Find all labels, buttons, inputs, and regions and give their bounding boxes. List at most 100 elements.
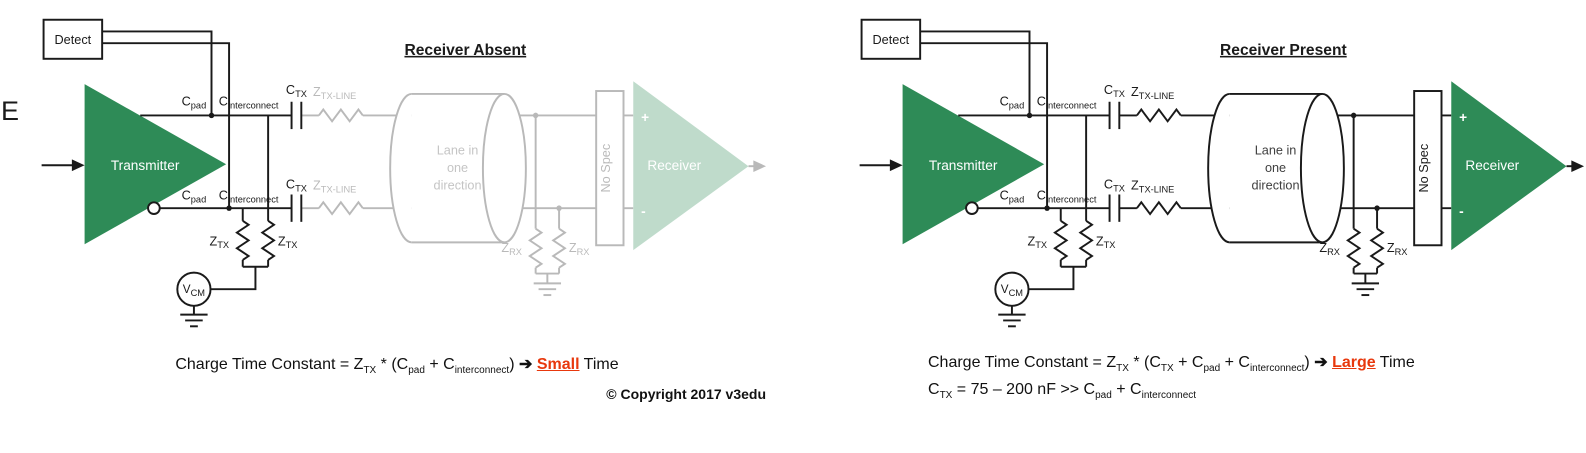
- caption-segment: ➔: [1314, 354, 1328, 371]
- resistor-zrx-right-icon: [551, 227, 567, 269]
- label-sub: RX: [1327, 247, 1340, 257]
- receiver-label: Receiver: [1465, 158, 1519, 173]
- c-tx-label-bottom: CTX: [1104, 178, 1125, 194]
- cylinder-body: [411, 93, 505, 243]
- ztx-termination: VCM: [176, 115, 276, 328]
- cylinder-right-cap: [1299, 92, 1345, 244]
- no-spec-box: [595, 90, 625, 247]
- cylinder-left-cap: [1207, 92, 1230, 244]
- label-sub: CM: [191, 288, 205, 298]
- output-arrowhead-icon: [1571, 160, 1585, 173]
- c-tx-label-bottom: CTX: [286, 178, 307, 194]
- lane-cylinder-icon: Lane in one direction: [1207, 92, 1345, 244]
- label-base: Z: [313, 179, 321, 193]
- cropped-text-fragment: E: [1, 96, 20, 126]
- resistor-ztxline-top-icon: [318, 107, 364, 123]
- caption-segment: Charge Time Constant = Z: [928, 354, 1117, 371]
- c-tx-label-top: CTX: [1104, 83, 1125, 99]
- receiver-section-faded: ZTX-LINE ZTX-LINE Lane in one direction: [301, 81, 767, 297]
- label-base: C: [286, 178, 295, 192]
- diagram-title-left: Receiver Absent: [404, 42, 526, 59]
- receiver-minus-label: -: [1459, 204, 1464, 219]
- caption-segment: Time: [579, 356, 619, 373]
- label-sub: TX: [295, 89, 307, 99]
- label-sub: interconnect: [228, 101, 279, 111]
- label-base: C: [1104, 83, 1113, 97]
- label-base: Z: [1131, 179, 1139, 193]
- label-sub: CM: [1009, 288, 1023, 298]
- lane-label-line1: Lane in: [1255, 143, 1297, 157]
- output-arrowhead-icon: [753, 160, 767, 173]
- caption-segment: ➔: [518, 356, 533, 373]
- detect-box: [42, 18, 104, 60]
- receiver-plus-label: +: [641, 110, 649, 125]
- label-base: V: [1001, 283, 1009, 296]
- label-sub: pad: [1009, 101, 1024, 111]
- caption-segment: ): [509, 356, 519, 373]
- detect-wire: [920, 42, 1049, 209]
- inversion-bubble-icon: [147, 201, 161, 216]
- capacitor-ctx-top-icon: [1108, 101, 1121, 130]
- lane-cylinder-icon: Lane in one direction: [389, 92, 527, 244]
- ztx-label-right: ZTX: [278, 234, 298, 250]
- capacitor-ctx-bottom-icon: [290, 194, 303, 222]
- circuit-diagram-receiver-present: Transmitter Detect Cpad: [859, 18, 1585, 328]
- ztxline-label-bottom: ZTX-LINE: [313, 179, 356, 195]
- cylinder-right-cap: [481, 92, 527, 244]
- resistor-zrx-left-icon: [528, 227, 544, 269]
- receiver-minus-label: -: [641, 204, 646, 219]
- c-pad-label-bottom: Cpad: [182, 188, 207, 204]
- label-sub: interconnect: [228, 194, 279, 204]
- panel-receiver-present: Transmitter Detect Cpad: [844, 8, 1586, 402]
- caption-segment: * (C: [1128, 354, 1161, 371]
- label-base: C: [286, 83, 295, 97]
- ground-icon: [533, 282, 562, 297]
- transmitter-label: Transmitter: [111, 158, 180, 173]
- label-base: Z: [569, 241, 577, 255]
- caption-segment: pad: [1095, 390, 1112, 402]
- label-base: C: [219, 188, 228, 202]
- resistor-ztxline-top-icon: [1136, 107, 1182, 123]
- label-sub: TX-LINE: [1139, 185, 1175, 195]
- receiver-label: Receiver: [647, 158, 701, 173]
- detect-box: [860, 18, 922, 60]
- resistor-ztx-right-icon: [260, 220, 276, 261]
- diagram-title-right: Receiver Present: [1220, 42, 1347, 59]
- c-tx-label-top: CTX: [286, 83, 307, 99]
- caption-segment: + C: [424, 356, 455, 373]
- charge-time-caption-right: Charge Time Constant = ZTX * (CTX + Cpad…: [844, 352, 1586, 374]
- lane-label-line2: one: [1265, 161, 1286, 175]
- receiver-triangle-icon: [633, 81, 749, 251]
- label-sub: TX: [286, 240, 298, 250]
- zrx-termination: [528, 112, 567, 297]
- caption-segment: + C: [1111, 381, 1142, 399]
- label-base: C: [182, 188, 191, 202]
- capacitor-ctx-bottom-icon: [1108, 194, 1121, 222]
- lane-label-line1: Lane in: [437, 143, 479, 157]
- label-sub: TX: [1104, 240, 1116, 250]
- resistor-zrx-left-icon: [1346, 227, 1362, 269]
- lane-label-line2: one: [447, 161, 468, 175]
- label-base: Z: [501, 241, 509, 255]
- label-sub: TX: [1113, 184, 1125, 194]
- caption-segment: = 75 – 200 nF >> C: [952, 381, 1096, 399]
- resistor-ztx-left-icon: [235, 220, 251, 261]
- label-sub: TX: [1035, 240, 1047, 250]
- caption-segment: * (C: [376, 356, 409, 373]
- ztxline-label-top: ZTX-LINE: [313, 85, 356, 101]
- no-spec-box: [1413, 90, 1443, 247]
- caption-segment: Large: [1332, 354, 1376, 371]
- c-interconnect-label-top: Cinterconnect: [1037, 95, 1097, 111]
- caption-segment: + C: [1173, 354, 1204, 371]
- vcm-link-wire: [1028, 266, 1075, 291]
- capacitor-ctx-top-icon: [290, 101, 303, 130]
- label-base: C: [1037, 95, 1046, 109]
- label-sub: RX: [509, 247, 522, 257]
- resistor-zrx-right-icon: [1369, 227, 1385, 269]
- caption-segment: TX: [1116, 363, 1129, 375]
- ztx-label-left: ZTX: [209, 234, 229, 250]
- charge-time-caption-left: Charge Time Constant = ZTX * (Cpad + Cin…: [26, 354, 768, 376]
- receiver-triangle-icon: [1451, 81, 1567, 251]
- label-sub: TX-LINE: [1139, 91, 1175, 101]
- zrx-termination: [1346, 112, 1385, 297]
